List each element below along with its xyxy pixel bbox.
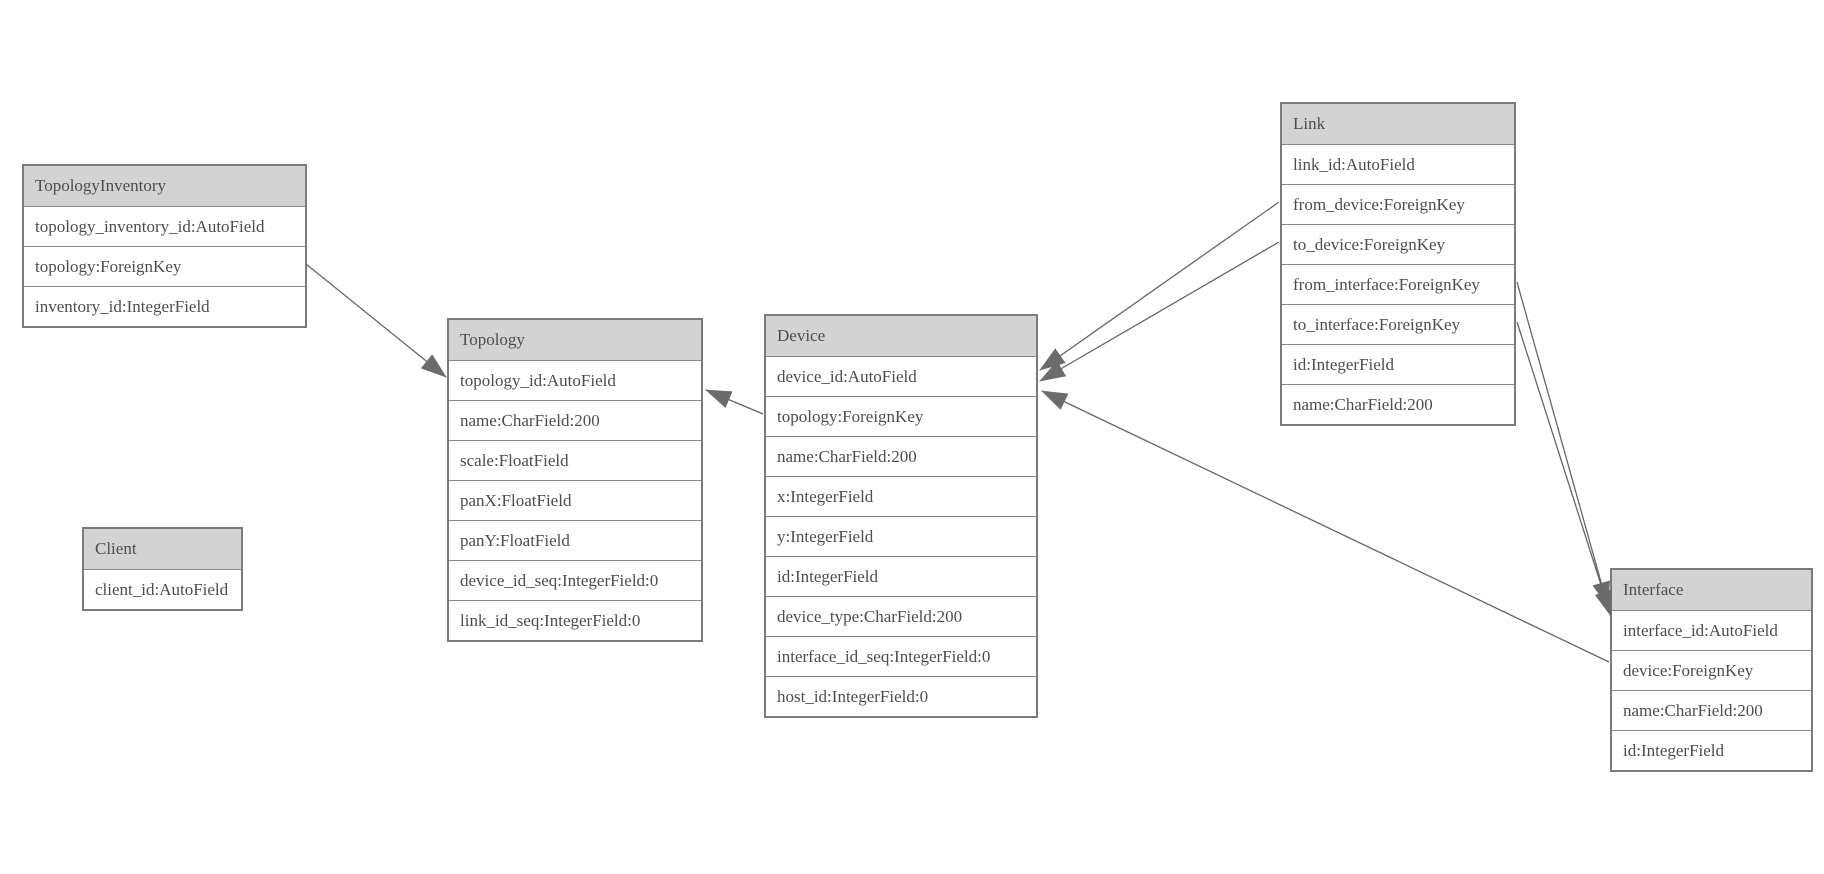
field-row: name:CharField:200 [1282,384,1514,424]
field-row: link_id:AutoField [1282,144,1514,184]
edge-link-from-device-to-device [1039,201,1280,371]
table-header-topology: Topology [449,320,701,360]
field-row: topology:ForeignKey [766,396,1036,436]
field-row: x:IntegerField [766,476,1036,516]
field-row: to_interface:ForeignKey [1282,304,1514,344]
field-row: device_id_seq:IntegerField:0 [449,560,701,600]
field-row: link_id_seq:IntegerField:0 [449,600,701,640]
field-row: topology:ForeignKey [24,246,305,286]
edge-link-to-device-to-device [1039,241,1280,382]
edge-link-from-interface-to-interface [1516,281,1610,608]
field-row: from_interface:ForeignKey [1282,264,1514,304]
field-row: name:CharField:200 [766,436,1036,476]
table-header-topology-inventory: TopologyInventory [24,166,305,206]
field-row: host_id:IntegerField:0 [766,676,1036,716]
field-row: device:ForeignKey [1612,650,1811,690]
edge-device-topology-to-topology [705,389,764,415]
field-row: device_type:CharField:200 [766,596,1036,636]
field-row: id:IntegerField [1612,730,1811,770]
table-header-device: Device [766,316,1036,356]
field-row: topology_id:AutoField [449,360,701,400]
field-row: client_id:AutoField [84,569,241,609]
field-row: name:CharField:200 [449,400,701,440]
field-row: interface_id_seq:IntegerField:0 [766,636,1036,676]
table-header-interface: Interface [1612,570,1811,610]
edge-interface-device-to-device [1041,390,1610,663]
edge-link-to-interface-to-interface [1516,321,1612,617]
field-row: id:IntegerField [766,556,1036,596]
field-row: interface_id:AutoField [1612,610,1811,650]
field-row: id:IntegerField [1282,344,1514,384]
field-row: inventory_id:IntegerField [24,286,305,326]
field-row: y:IntegerField [766,516,1036,556]
field-row: panX:FloatField [449,480,701,520]
field-row: scale:FloatField [449,440,701,480]
field-row: topology_inventory_id:AutoField [24,206,305,246]
field-row: panY:FloatField [449,520,701,560]
field-row: from_device:ForeignKey [1282,184,1514,224]
field-row: name:CharField:200 [1612,690,1811,730]
edge-topologyinventory-topology-to-topology [305,263,447,378]
table-header-link: Link [1282,104,1514,144]
field-row: device_id:AutoField [766,356,1036,396]
field-row: to_device:ForeignKey [1282,224,1514,264]
table-header-client: Client [84,529,241,569]
